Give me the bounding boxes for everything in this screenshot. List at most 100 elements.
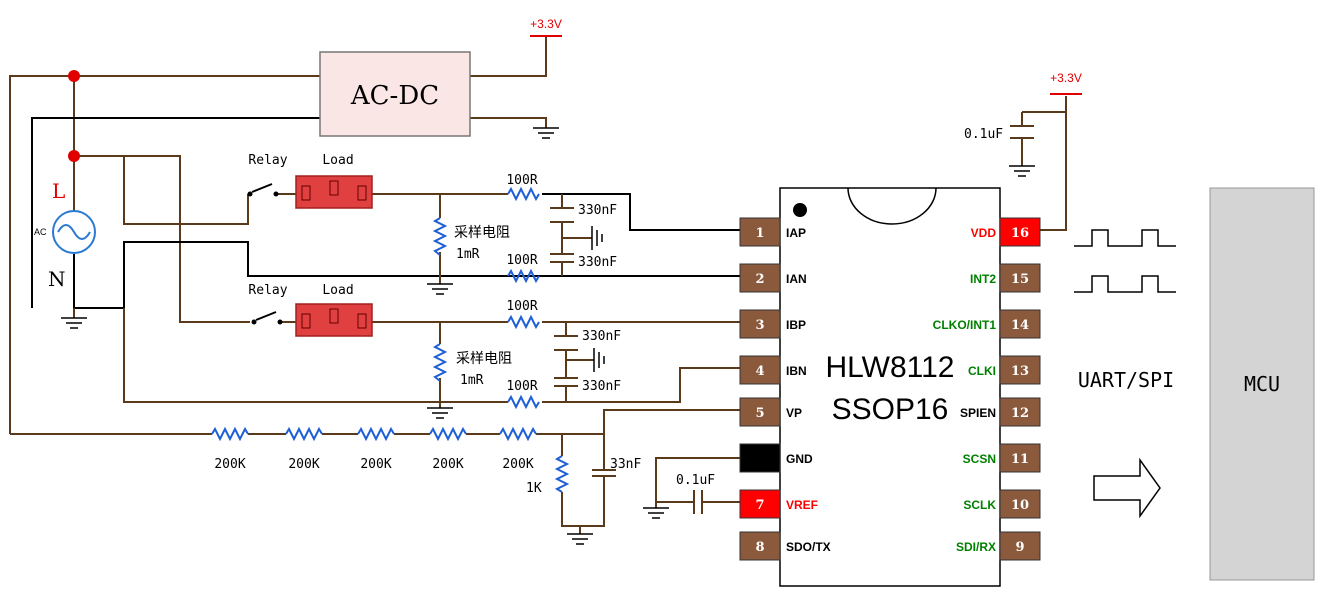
chip-package: SSOP16 bbox=[832, 393, 949, 426]
vdd-cap-label: 0.1uF bbox=[964, 127, 1003, 142]
divider-r4-label: 200K bbox=[432, 457, 463, 472]
relay-a: Relay bbox=[247, 153, 288, 197]
acdc-module: AC-DC bbox=[319, 51, 471, 137]
wire-gnd-pin bbox=[655, 457, 740, 508]
mcu-block: MCU bbox=[1209, 187, 1315, 581]
divider-r3-label: 200K bbox=[360, 457, 391, 472]
cap-vdd bbox=[1010, 125, 1034, 139]
shunt-b-label: 采样电阻 bbox=[456, 350, 512, 366]
pulse-icon-1 bbox=[1074, 229, 1176, 247]
left-pin-6: GND bbox=[739, 443, 813, 473]
right-pins: 16VDD15INT214CLKO/INT113CLKI12SPIEN11SCS… bbox=[933, 217, 1041, 561]
right-pin-label: CLKO/INT1 bbox=[933, 318, 997, 332]
resistors bbox=[211, 186, 570, 493]
load-b: Load bbox=[295, 283, 373, 337]
divider-r2 bbox=[285, 426, 323, 442]
wire-neutral-acdc bbox=[31, 117, 320, 308]
left-pin-number: 4 bbox=[755, 364, 764, 379]
neutral-label: N bbox=[48, 267, 66, 291]
left-pin-label: IAN bbox=[786, 272, 807, 286]
relay-b-label: Relay bbox=[248, 283, 287, 298]
cap-divider bbox=[592, 469, 616, 477]
right-pin-number: 11 bbox=[1011, 452, 1029, 467]
pulse-waveforms bbox=[1074, 229, 1176, 293]
right-pin-label: SCSN bbox=[963, 452, 996, 466]
right-pin-box bbox=[999, 309, 1041, 339]
cap-vref bbox=[693, 490, 703, 514]
divider-r1 bbox=[211, 426, 249, 442]
capacitors bbox=[550, 125, 1034, 514]
sine-icon bbox=[57, 224, 91, 240]
ground-shunt-b bbox=[427, 407, 453, 419]
divider-r3 bbox=[357, 426, 395, 442]
wires bbox=[9, 36, 1067, 534]
supply-right-label: +3.3V bbox=[1050, 71, 1082, 85]
wire-acdc-gnd bbox=[470, 117, 547, 128]
component-labels: 100R 100R 330nF 330nF 采样电阻 1mR 100R 100R… bbox=[214, 127, 1003, 496]
supply-right: +3.3V bbox=[1050, 71, 1082, 95]
right-pin-2: 15 INT2 bbox=[970, 263, 1041, 293]
right-pin-label: INT2 bbox=[970, 272, 996, 286]
wire-ch-a-caps bbox=[561, 194, 592, 276]
ac-label: AC bbox=[34, 227, 47, 237]
wire-divider bbox=[10, 409, 740, 435]
left-pin-label: VREF bbox=[786, 498, 818, 512]
right-pin-box bbox=[999, 263, 1041, 293]
wire-neutral bbox=[73, 241, 740, 309]
left-pin-box bbox=[739, 397, 781, 427]
ground-shunt-a bbox=[427, 283, 453, 295]
res-a-n-label: 100R bbox=[506, 253, 537, 268]
cap-a-p bbox=[550, 207, 574, 223]
resistor-b-n bbox=[507, 394, 540, 410]
right-pin-label: SCLK bbox=[963, 498, 996, 512]
left-pin-number: 5 bbox=[755, 406, 764, 421]
left-pin-number: 3 bbox=[755, 318, 764, 333]
shunt-a bbox=[432, 217, 448, 256]
divider-r4 bbox=[429, 426, 467, 442]
supply-top: +3.3V bbox=[530, 17, 562, 37]
left-pin-number: 1 bbox=[755, 226, 764, 241]
right-pin-box bbox=[999, 489, 1041, 519]
resistor-a-p bbox=[507, 186, 540, 202]
left-pin-box bbox=[739, 489, 781, 519]
divider-cap-label: 33nF bbox=[610, 457, 641, 472]
ground-caps-a bbox=[591, 226, 603, 250]
divider-r1-label: 200K bbox=[214, 457, 245, 472]
right-pin-box bbox=[999, 397, 1041, 427]
vref-cap-label: 0.1uF bbox=[676, 473, 715, 488]
shunt-a-value: 1mR bbox=[456, 247, 480, 262]
ground-vdd-cap bbox=[1009, 165, 1035, 177]
junction-top bbox=[68, 70, 80, 82]
divider-r5-label: 200K bbox=[502, 457, 533, 472]
mcu-label: MCU bbox=[1244, 372, 1280, 396]
right-pin-6: 11 SCSN bbox=[963, 443, 1041, 473]
shunt-a-label: 采样电阻 bbox=[454, 224, 510, 240]
ac-source: AC L N bbox=[34, 179, 96, 291]
left-pin-2: 2 IAN bbox=[739, 263, 807, 293]
left-pin-box bbox=[739, 355, 781, 385]
right-pin-box bbox=[999, 217, 1041, 247]
divider-rlow bbox=[554, 455, 570, 493]
divider-rlow-label: 1K bbox=[526, 481, 542, 496]
left-pin-box bbox=[739, 309, 781, 339]
relay-b: Relay bbox=[248, 283, 288, 325]
right-pin-box bbox=[999, 443, 1041, 473]
right-pin-number: 15 bbox=[1011, 272, 1029, 287]
left-pin-number: 2 bbox=[755, 272, 764, 287]
left-pin-number: 7 bbox=[755, 498, 764, 513]
wire-ch-a-p bbox=[542, 193, 740, 231]
chip: HLW8112 SSOP16 bbox=[779, 187, 1001, 587]
acdc-label: AC-DC bbox=[350, 81, 439, 111]
cap-a-n bbox=[550, 253, 574, 263]
arrow-right-icon bbox=[1093, 457, 1161, 519]
ground-acdc bbox=[533, 127, 559, 139]
junction-l bbox=[68, 150, 80, 162]
